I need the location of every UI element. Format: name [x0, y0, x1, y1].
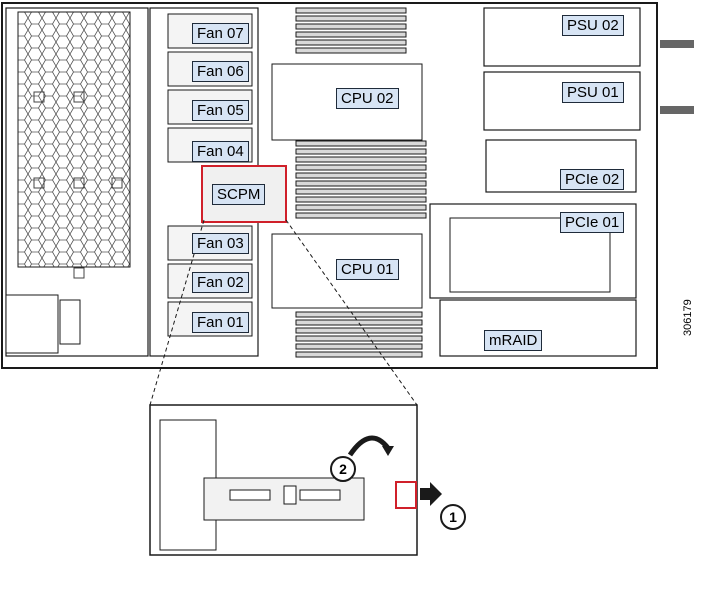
cpu01-label: CPU 01: [336, 259, 399, 280]
cpu02-label: CPU 02: [336, 88, 399, 109]
psu01-label: PSU 01: [562, 82, 624, 103]
scpm-detail-slot-right: [299, 489, 341, 501]
dimm-bank-lower: [295, 311, 423, 358]
callout-1: 1: [440, 504, 466, 530]
front-vent-grille: [17, 11, 131, 268]
scpm-detail-connector-highlight: [395, 481, 417, 509]
lift-arrow-icon: [347, 435, 390, 457]
pcie02-label: PCIe 02: [560, 169, 625, 190]
scpm-detail-lock-icon: [283, 485, 297, 505]
scpm-label: SCPM: [212, 184, 266, 205]
fan03-label: Fan 03: [192, 233, 249, 254]
fan04-label: Fan 04: [192, 141, 249, 162]
lift-arrow-head-icon: [382, 446, 394, 456]
front-bezel-screws: [33, 91, 123, 279]
leader-line-right: [285, 219, 418, 406]
scpm-detail-slot-left: [229, 489, 271, 501]
front-drive-module: [5, 294, 59, 354]
pull-arrow-icon: [420, 482, 442, 506]
mraid-label: mRAID: [484, 330, 543, 351]
pcie01-card-outline: [449, 217, 611, 293]
fan01-label: Fan 01: [192, 312, 249, 333]
fan06-label: Fan 06: [192, 61, 249, 82]
fan07-label: Fan 07: [192, 23, 249, 44]
pcie01-label: PCIe 01: [560, 212, 625, 233]
fan02-label: Fan 02: [192, 272, 249, 293]
psu-handles: [660, 40, 694, 114]
figure-id: 306179: [682, 299, 694, 336]
dimm-bank-upper: [295, 7, 427, 219]
fan05-label: Fan 05: [192, 100, 249, 121]
callout-2: 2: [330, 456, 356, 482]
front-connector: [59, 299, 81, 345]
psu02-label: PSU 02: [562, 15, 624, 36]
